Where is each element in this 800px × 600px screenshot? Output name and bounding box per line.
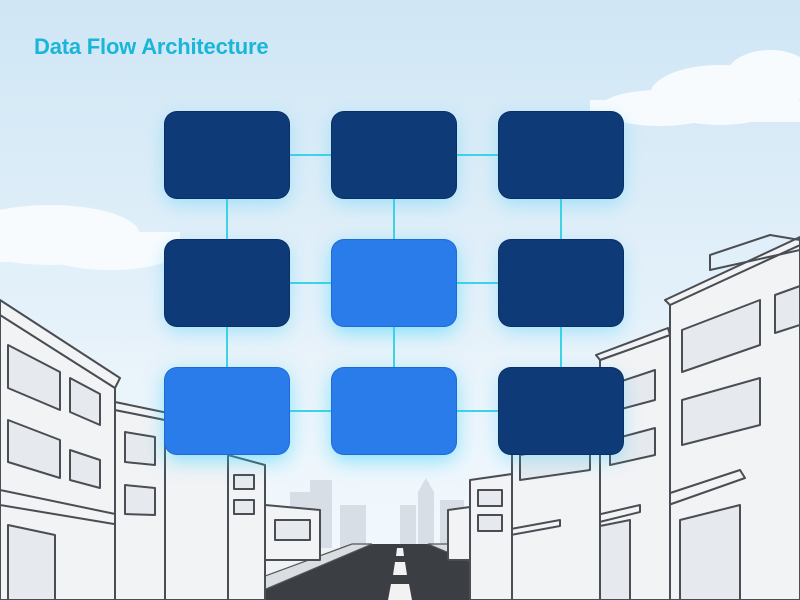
connector-vertical	[393, 326, 395, 368]
node-r2-c3[interactable]	[499, 240, 623, 326]
cloud-top-right	[590, 50, 800, 126]
node-r3-c2[interactable]	[332, 368, 456, 454]
left-buildings	[0, 299, 321, 600]
connector-vertical	[560, 198, 562, 240]
page-title: Data Flow Architecture	[34, 34, 269, 59]
connector-vertical	[226, 326, 228, 368]
connector-vertical	[226, 198, 228, 240]
node-r1-c2[interactable]	[332, 112, 456, 198]
connector-horizontal	[289, 154, 332, 156]
connector-horizontal	[289, 282, 332, 284]
node-r3-c3[interactable]	[499, 368, 623, 454]
cloud-left	[0, 205, 180, 270]
connector-horizontal	[289, 410, 332, 412]
connector-horizontal	[456, 154, 499, 156]
connector-horizontal	[456, 410, 499, 412]
connector-vertical	[393, 198, 395, 240]
lane-markings	[388, 548, 412, 600]
node-r2-c2[interactable]	[332, 240, 456, 326]
node-r3-c1[interactable]	[165, 368, 289, 454]
connector-vertical	[560, 326, 562, 368]
node-r1-c1[interactable]	[165, 112, 289, 198]
connector-horizontal	[456, 282, 499, 284]
node-r1-c3[interactable]	[499, 112, 623, 198]
node-r2-c1[interactable]	[165, 240, 289, 326]
